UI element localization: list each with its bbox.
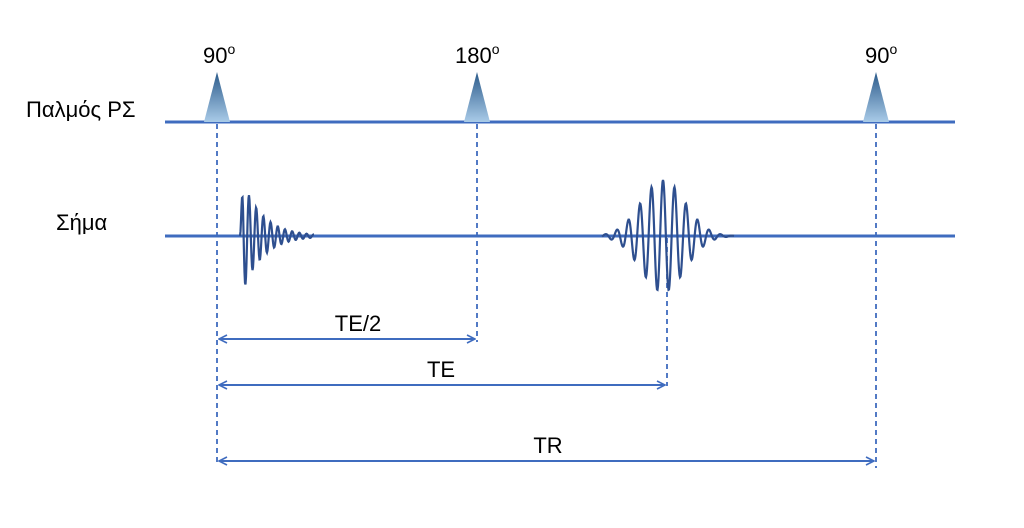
signal-row-label: Σήμα: [56, 210, 108, 235]
tr-label: TR: [533, 433, 562, 458]
te-label: TE: [427, 357, 455, 382]
pulse-row-label: Παλμός ΡΣ: [26, 97, 136, 122]
pulse-label-1: 90o: [203, 41, 235, 68]
pulse-180: [464, 72, 490, 122]
pulse-90-second: [863, 72, 889, 122]
pulse-90-first: [204, 72, 230, 122]
echo-signal-waveform: [601, 179, 735, 292]
pulse-label-2: 180o: [455, 41, 500, 68]
fid-signal-waveform: [238, 194, 315, 285]
te-half-label: TE/2: [335, 311, 381, 336]
pulse-label-3: 90o: [865, 41, 897, 68]
